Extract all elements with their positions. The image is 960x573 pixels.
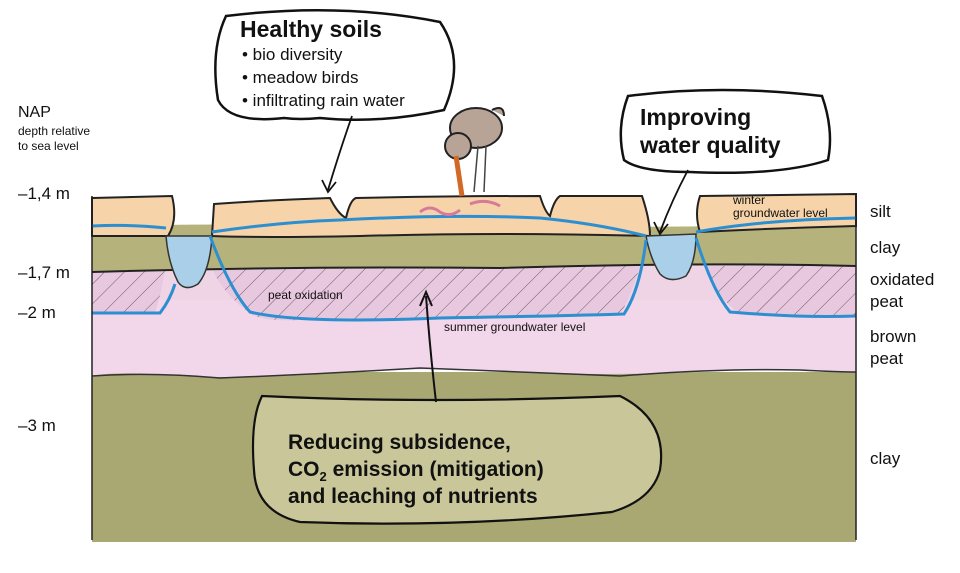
healthy-soils-bullet-1: • bio diversity (242, 45, 343, 64)
winter-label-line1: winter (733, 193, 766, 207)
nap-subtitle-line2: to sea level (18, 139, 79, 153)
layer-label-clay-lower: clay (870, 449, 901, 468)
healthy-soils-callout-bubble (214, 8, 456, 122)
winter-groundwater-line (91, 214, 857, 238)
water-quality-line1: Improving (640, 104, 752, 130)
co2-subscript: 2 (319, 469, 327, 485)
silt-layer (91, 194, 176, 237)
depth-label-2: –2 m (18, 303, 56, 322)
depth-label-1-4: –1,4 m (18, 184, 70, 203)
layer-label-oxidated-peat: peat (870, 292, 904, 311)
right-ditch-water (645, 233, 697, 281)
worm-icon (469, 199, 501, 208)
layer-label-brown: brown (870, 327, 917, 346)
layer-label-silt: silt (870, 202, 891, 221)
meadow-bird-icon (444, 107, 505, 197)
subsidence-line1: Reducing subsidence, (288, 431, 511, 454)
winter-label-line2: groundwater level (733, 206, 828, 220)
water-quality-line2: water quality (640, 132, 781, 158)
nap-subtitle-line1: depth relative (18, 124, 91, 138)
layer-label-brown-peat: peat (870, 349, 904, 368)
water-quality-callout-bubble (619, 88, 832, 175)
healthy-soils-bullet-3: • infiltrating rain water (242, 91, 405, 110)
co2-suffix: emission (mitigation) (326, 458, 544, 481)
healthy-soils-title: Healthy soils (240, 16, 382, 42)
left-ditch-water (165, 235, 213, 289)
worm-icon (419, 206, 461, 217)
layer-label-oxidated: oxidated (870, 270, 935, 289)
co2-prefix: CO (288, 458, 320, 481)
peat-oxidation-zone (92, 270, 165, 312)
depth-label-3: –3 m (18, 416, 56, 435)
depth-label-1-7: –1,7 m (18, 263, 70, 282)
subsidence-line2: CO2 emission (mitigation) (288, 455, 544, 491)
healthy-soils-bullet-2: • meadow birds (242, 68, 359, 87)
summer-groundwater-line (92, 235, 857, 322)
layer-label-clay-upper: clay (870, 238, 901, 257)
subsidence-callout-bubble (251, 394, 663, 525)
summer-groundwater-label: summer groundwater level (444, 320, 586, 334)
subsidence-line3: and leaching of nutrients (288, 485, 538, 508)
peat-oxidation-label: peat oxidation (268, 288, 343, 302)
nap-title: NAP (18, 104, 51, 121)
